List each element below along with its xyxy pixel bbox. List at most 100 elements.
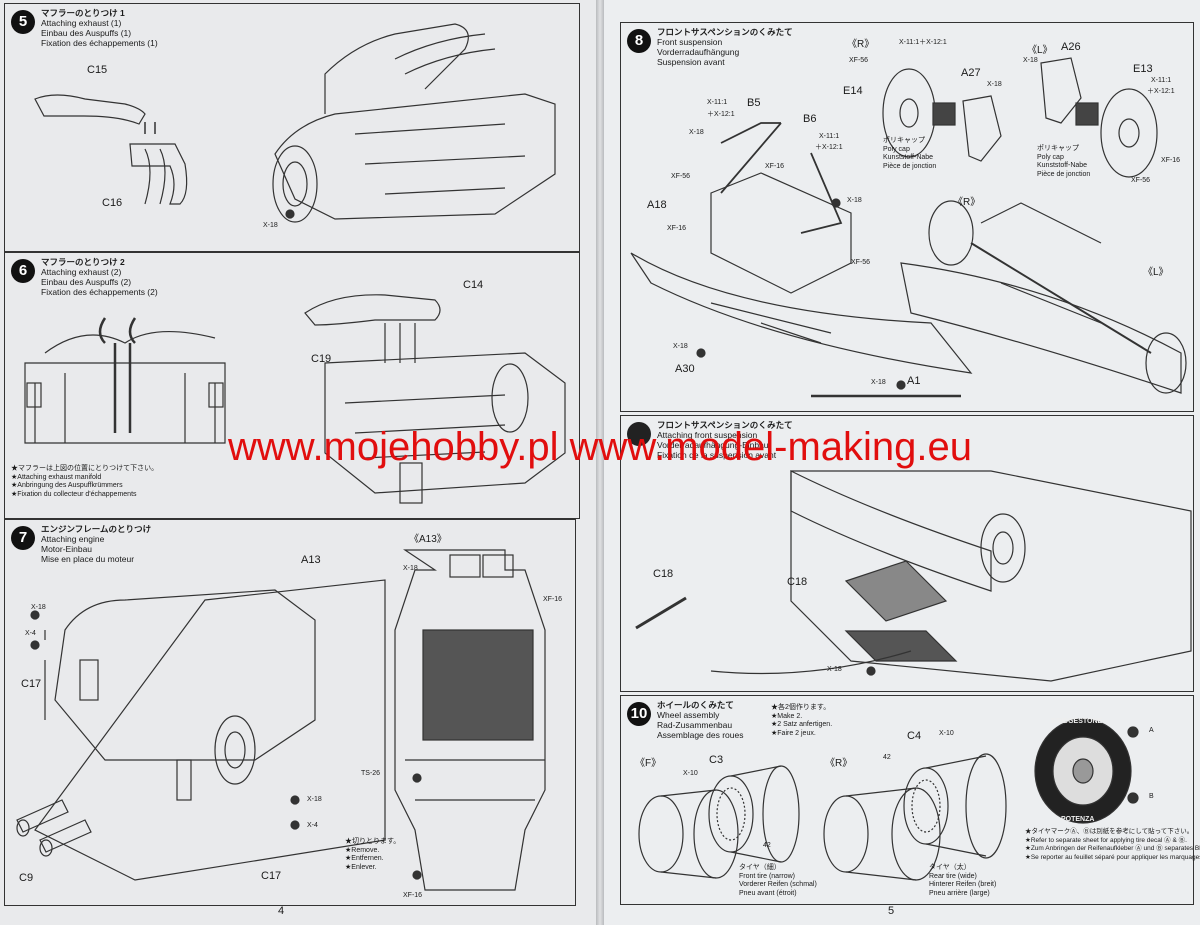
front-tire [638, 795, 684, 873]
label-a13-view: 《A13》 [409, 534, 447, 545]
step-5-number: 5 [11, 10, 35, 34]
label-c4: C4 [907, 730, 922, 742]
step-6-instructions: マフラーのとりつけ 2 Attaching exhaust (2) Einbau… [41, 257, 158, 297]
label-x11-d: X-11:1 [819, 133, 840, 140]
watermark-text: www.mojehobby.pl www.model-making.eu [227, 425, 973, 469]
label-x11-b: X-11:1 [1151, 77, 1172, 84]
label-c19: C19 [311, 353, 332, 365]
engine-assembly [54, 589, 316, 761]
chassis-top-view [394, 549, 546, 891]
front-tire-note: タイヤ（細） Front tire (narrow) Vorderer Reif… [739, 864, 817, 897]
step-7-number: 7 [11, 526, 35, 550]
step-7-instructions: エンジンフレームのとりつけ Attaching engine Motor-Ein… [41, 524, 152, 564]
step-10-number: 10 [627, 702, 651, 726]
polycap-note-left: ポリキャップ Poly cap Kunststoff-Nabe Pièce de… [1037, 145, 1091, 178]
polycap-note-right: ポリキャップ Poly cap Kunststoff-Nabe Pièce de… [883, 137, 937, 170]
label-x4-b: X-4 [307, 822, 318, 829]
label-x11-x12-a: X-11:1＋X-12:1 [899, 39, 947, 46]
label-c18-a: C18 [653, 568, 674, 580]
exhaust-pipes-c9 [16, 799, 92, 853]
step-6-number: 6 [11, 259, 35, 283]
rear-tire [823, 795, 869, 873]
label-x12-d: ＋X-12:1 [815, 144, 843, 151]
tire-model-text: POTENZA [1061, 816, 1095, 823]
step-7-drawing [16, 549, 546, 891]
exhaust-c16 [129, 143, 188, 205]
engine-frame-2 [324, 352, 566, 494]
label-b6: B6 [803, 113, 817, 125]
label-a27: A27 [961, 67, 981, 79]
step-10-drawing [638, 718, 1139, 881]
label-c3: C3 [709, 754, 724, 766]
label-a18: A18 [647, 199, 667, 211]
step-5-panel: 5 マフラーのとりつけ 1 Attaching exhaust (1) Einb… [4, 3, 580, 252]
label-c14: C14 [463, 279, 484, 291]
page-gutter [596, 0, 604, 925]
label-ts26: TS-26 [361, 770, 381, 777]
step-7-note: ★切りとります。 ★Remove. ★Entfernen. ★Enlever. [345, 838, 401, 871]
label-b5: B5 [747, 97, 761, 109]
decal-note: ★タイヤマークⒶ、Ⓑは別紙を参考にして貼って下さい。 ★Refer to sep… [1025, 828, 1200, 861]
step-8-instructions: フロントサスペンションのくみたて Front suspension Vorder… [657, 27, 793, 67]
label-x18-f8: X-18 [871, 379, 886, 386]
label-xf16-a: XF-16 [543, 596, 563, 603]
step-8-number: 8 [627, 29, 651, 53]
step-6-note: ★マフラーは上図の位置にとりつけて下さい。 ★Attaching exhaust… [11, 465, 159, 498]
rear-frame-view [24, 362, 226, 444]
label-r-top: 《R》 [847, 39, 875, 50]
step-7-panel: 7 エンジンフレームのとりつけ Attaching engine Motor-E… [4, 519, 576, 906]
label-x18-c8: X-18 [689, 129, 704, 136]
upright-a26 [1040, 57, 1082, 124]
label-42-a: 42 [763, 842, 771, 849]
label-x18-9: X-18 [827, 666, 842, 673]
label-l-mid: 《L》 [1143, 267, 1169, 278]
front-wheel-c3 [708, 775, 754, 853]
label-x10-a: X-10 [683, 770, 698, 777]
chassis-front [790, 470, 1192, 682]
upright-a27 [962, 95, 1002, 162]
radiator-c18 [844, 560, 948, 622]
decal-marker-b: B [1149, 793, 1154, 800]
label-x10-b: X-10 [939, 730, 954, 737]
label-xf16-a8: XF-16 [765, 163, 785, 170]
muffler-c15 [34, 94, 146, 125]
brake-disc [272, 145, 318, 223]
label-a30: A30 [675, 363, 695, 375]
front-splitter-view-2 [900, 262, 1182, 394]
front-bulkhead-a18 [710, 172, 852, 294]
label-x11-c: X-11:1 [707, 99, 728, 106]
label-e13: E13 [1133, 63, 1153, 75]
step-5-drawing [34, 23, 556, 223]
label-r: 《R》 [825, 758, 853, 769]
label-x18-e8: X-18 [673, 343, 688, 350]
step-9-instructions: フロントサスペンションのくみたて Attaching front suspens… [657, 420, 793, 460]
label-x18-c: X-18 [403, 565, 418, 572]
label-x12-c: ＋X-12:1 [707, 111, 735, 118]
label-a1: A1 [907, 375, 921, 387]
step-10-panel: 10 ホイールのくみたて Wheel assembly Rad-Zusammen… [620, 695, 1200, 905]
left-page [0, 0, 598, 925]
page-number-right: 5 [888, 905, 895, 917]
label-a13: A13 [301, 554, 321, 566]
label-x18-a8: X-18 [987, 81, 1002, 88]
label-xf56-b: XF-56 [671, 173, 691, 180]
label-x18-b: X-18 [307, 796, 322, 803]
page-number-left: 4 [278, 905, 285, 917]
label-c9: C9 [19, 872, 34, 884]
step-5-instructions: マフラーのとりつけ 1 Attaching exhaust (1) Einbau… [41, 8, 158, 48]
label-xf16-c8: XF-16 [1161, 157, 1181, 164]
label-xf56-d: XF-56 [1131, 177, 1151, 184]
label-x18-b8: X-18 [1023, 57, 1038, 64]
label-xf56-a: XF-56 [849, 57, 869, 64]
step-9-panel: フロントサスペンションのくみたて Attaching front suspens… [620, 415, 1194, 692]
engine-frame [274, 93, 556, 220]
label-c18-b: C18 [787, 576, 808, 588]
step-9-drawing [635, 470, 1192, 682]
front-splitter [790, 470, 992, 592]
label-a26: A26 [1061, 41, 1081, 53]
tire-brand-text: BRIDGESTONE [1051, 718, 1103, 725]
rear-tire-note: タイヤ（太） Rear tire (wide) Hinterer Reifen … [929, 864, 997, 897]
step-6-panel: 6 マフラーのとりつけ 2 Attaching exhaust (2) Einb… [4, 252, 580, 519]
label-xf16-b8: XF-16 [667, 225, 687, 232]
label-xf56-c: XF-56 [851, 259, 871, 266]
